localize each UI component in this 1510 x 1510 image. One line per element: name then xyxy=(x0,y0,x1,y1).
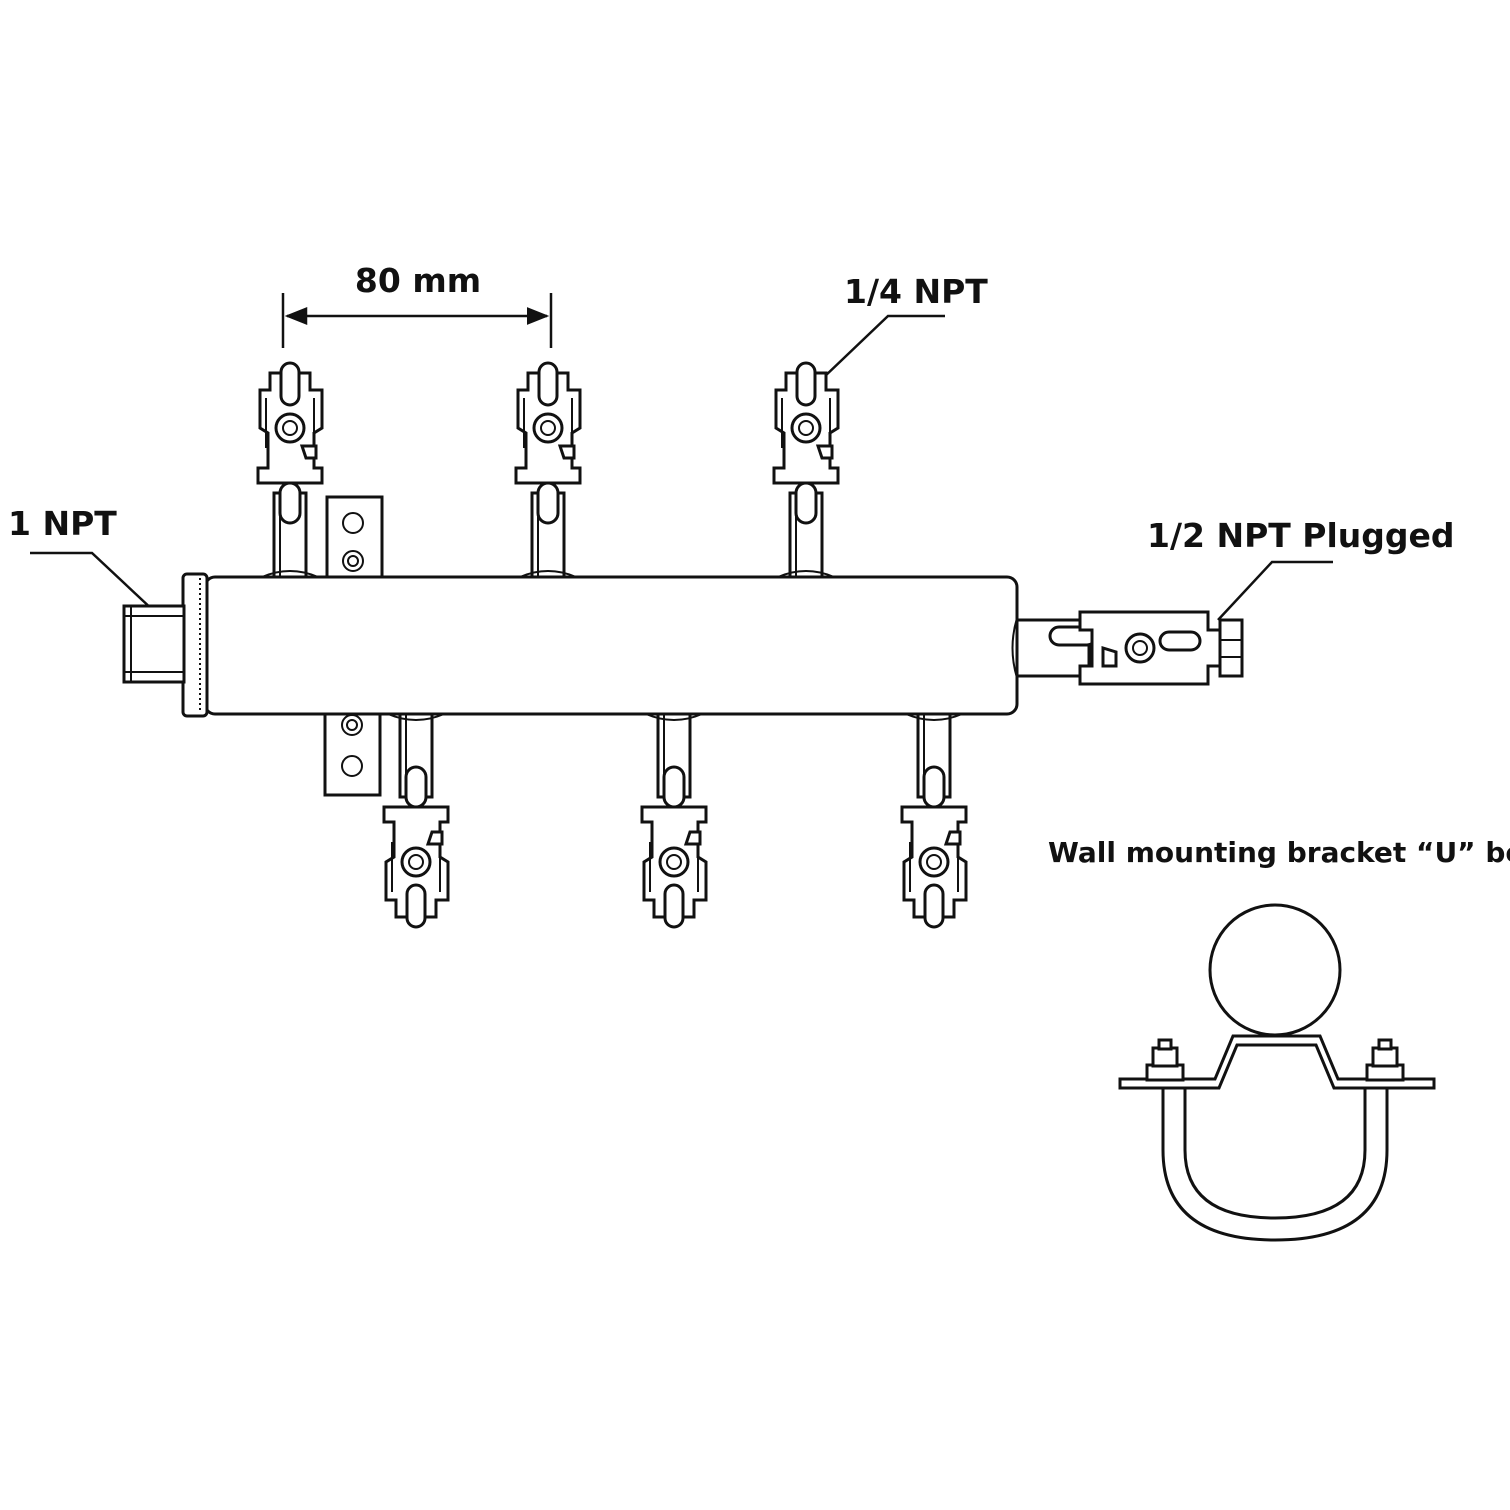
spacing-dimension: 80 mm xyxy=(281,261,553,348)
inlet-size-callout: 1 NPT xyxy=(8,504,156,613)
bottom-valve-3 xyxy=(902,712,966,927)
bottom-valve-2 xyxy=(642,712,706,927)
top-valve-3 xyxy=(772,361,840,580)
end-port xyxy=(1011,610,1244,686)
top-valve-1 xyxy=(256,361,324,580)
mounting-plate-top xyxy=(325,495,384,579)
mounting-plate-bottom xyxy=(323,711,382,797)
outlet-size-label: 1/4 NPT xyxy=(844,272,988,311)
top-valve-2 xyxy=(514,361,582,580)
outlet-size-callout: 1/4 NPT xyxy=(822,272,988,379)
inlet-nipple xyxy=(122,604,186,684)
end-port-label: 1/2 NPT Plugged xyxy=(1147,516,1455,555)
bottom-valve-1 xyxy=(384,712,448,927)
spacing-label: 80 mm xyxy=(355,261,481,300)
bracket-caption: Wall mounting bracket “U” bolt xyxy=(1048,836,1510,869)
inlet-size-label: 1 NPT xyxy=(8,504,117,543)
u-bolt-bracket xyxy=(1118,903,1436,1242)
manifold-body xyxy=(181,570,1019,721)
end-port-callout: 1/2 NPT Plugged xyxy=(1147,516,1455,621)
